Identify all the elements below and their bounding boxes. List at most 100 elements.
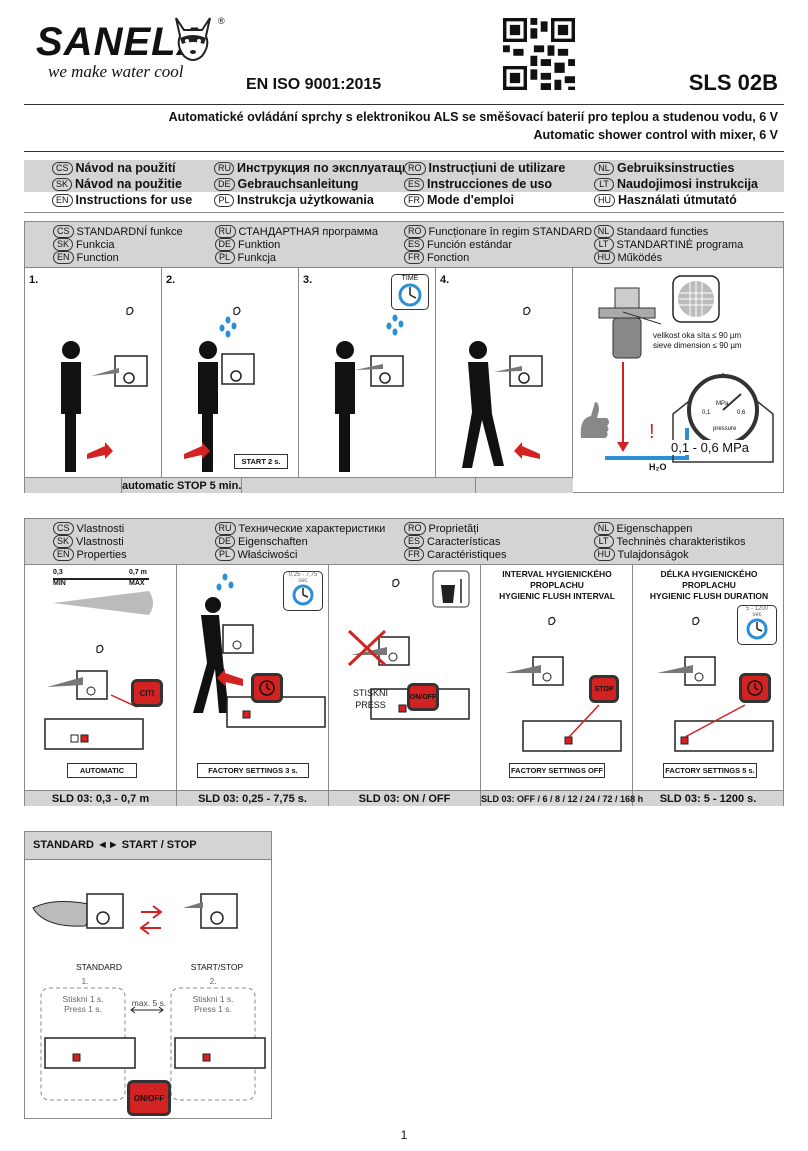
press-text-1: Stiskni 1 s. Press 1 s.	[55, 994, 111, 1014]
iso-standard: EN ISO 9001:2015	[246, 76, 382, 93]
header-label: Tulajdonságok	[617, 548, 689, 561]
brand-logo: SANELA we make water cool	[36, 22, 236, 82]
language-code: DE	[214, 238, 236, 251]
language-code: RO	[404, 161, 426, 175]
step-cell-4: 4.	[436, 268, 573, 477]
language-code: FR	[404, 193, 424, 207]
gauge-tick-min: 0,1	[702, 410, 711, 416]
timer-duration: 5 - 1200	[745, 606, 769, 612]
range-min-label: MIN	[53, 580, 66, 587]
footer-cell	[379, 478, 477, 493]
timer-unit: sec	[298, 578, 308, 584]
gauge-unit: MPa	[716, 401, 729, 407]
startstop-label: START/STOP	[190, 962, 244, 972]
language-label: Instrukcja użytkowania	[237, 193, 374, 207]
press-instruction: STISKNI PRESS	[353, 687, 388, 711]
language-code: RU	[214, 161, 234, 175]
setting-label: FACTORY SETTINGS 3 s.	[197, 763, 309, 778]
range-max-label: MAX	[129, 580, 145, 587]
language-code: RO	[404, 225, 426, 238]
duration-cz: DÉLKA HYGIENICKÉHO PROPLACHU	[660, 569, 758, 590]
filter-spec-en: sieve dimension ≤ 90 µm	[653, 341, 742, 350]
interval-cz: INTERVAL HYGIENICKÉHO PROPLACHU	[502, 569, 612, 590]
header-label: Технические характеристики	[238, 522, 386, 535]
subtitle-en: Automatic shower control with mixer, 6 V	[533, 128, 779, 142]
press-en: PRESS	[355, 700, 386, 710]
language-code: LT	[593, 238, 614, 251]
language-code: CS	[52, 161, 73, 175]
step-1: 1.	[81, 976, 89, 986]
pressure-range: 0,1 - 0,6 MPa	[671, 440, 750, 455]
header-label: Caractéristiques	[427, 548, 507, 561]
duration-heading: DÉLKA HYGIENICKÉHO PROPLACHU HYGIENIC FL…	[637, 569, 781, 602]
language-code: PL	[214, 193, 234, 207]
language-code: HU	[593, 548, 615, 561]
setting-label: AUTOMATIC	[67, 763, 137, 778]
timer-icon: TIME	[391, 274, 429, 310]
language-code: DE	[214, 177, 235, 191]
language-label: Instrucciones de uso	[427, 177, 553, 191]
flush-duration-cell: DÉLKA HYGIENICKÉHO PROPLACHU HYGIENIC FL…	[633, 565, 785, 790]
language-code: NL	[594, 161, 614, 175]
header-label: Właściwości	[237, 548, 298, 561]
duration-button	[739, 673, 771, 703]
interval-en: HYGIENIC FLUSH INTERVAL	[499, 591, 615, 601]
user-leaving-icon	[462, 306, 543, 468]
footer-value: SLD 03: OFF / 6 / 8 / 12 / 24 / 72 / 168…	[481, 791, 643, 806]
press-text-2: Stiskni 1 s. Press 1 s.	[185, 994, 241, 1014]
user-showering-icon	[335, 314, 404, 472]
onoff-button: ON/OFF	[407, 683, 439, 711]
svg-text:!: !	[649, 421, 655, 443]
header-label: Funktion	[238, 238, 281, 251]
press-cz: Stiskni 1 s.	[62, 994, 104, 1004]
filter-spec-cz: velikost oka síta ≤ 90 µm	[653, 331, 742, 340]
header-label: Vlastnosti	[76, 522, 125, 535]
setting-label: FACTORY SETTINGS 5 s.	[663, 763, 757, 778]
duration-en: HYGIENIC FLUSH DURATION	[649, 591, 769, 601]
mode-switch-diagram	[32, 893, 266, 1101]
step-number: 4.	[440, 274, 450, 286]
header-label: Működés	[617, 251, 663, 264]
step-number: 1.	[29, 274, 39, 286]
setting-label: FACTORY SETTINGS OFF	[509, 763, 605, 778]
language-code: ES	[404, 177, 425, 191]
page-number: 1	[400, 1128, 408, 1142]
language-code: CS	[53, 225, 74, 238]
footer-value: SLD 03: ON / OFF	[329, 791, 481, 806]
onoff-button: ON/OFF	[127, 1080, 171, 1116]
language-code: EN	[53, 251, 74, 264]
flush-interval-cell: INTERVAL HYGIENICKÉHO PROPLACHU HYGIENIC…	[481, 565, 633, 790]
language-label: Инструкция по эксплуатации	[237, 161, 404, 175]
footer-value: SLD 03: 5 - 1200 s.	[659, 793, 757, 805]
language-label: Návod na použití	[75, 161, 176, 175]
header-label: Fonction	[427, 251, 470, 264]
flush-interval-diagram	[505, 616, 622, 752]
cleaning-mode-diagram	[347, 570, 470, 720]
timer-cell: 0,25 - 7,75 sec FACTORY SETTINGS 3 s.	[177, 565, 329, 790]
range-min-value: 0,3	[53, 569, 63, 576]
language-label: Naudojimosi instrukcija	[617, 177, 759, 191]
language-label: Használati útmutató	[618, 193, 737, 207]
sensor-range-diagram	[44, 591, 153, 750]
language-code: SK	[53, 535, 74, 548]
timer-range-icon: 0,25 - 7,75 sec	[283, 571, 323, 611]
header-label: STANDARDNÍ funkce	[76, 225, 183, 238]
interval-heading: INTERVAL HYGIENICKÉHO PROPLACHU HYGIENIC…	[485, 569, 629, 602]
language-code: SK	[53, 238, 74, 251]
header-divider	[24, 104, 784, 105]
